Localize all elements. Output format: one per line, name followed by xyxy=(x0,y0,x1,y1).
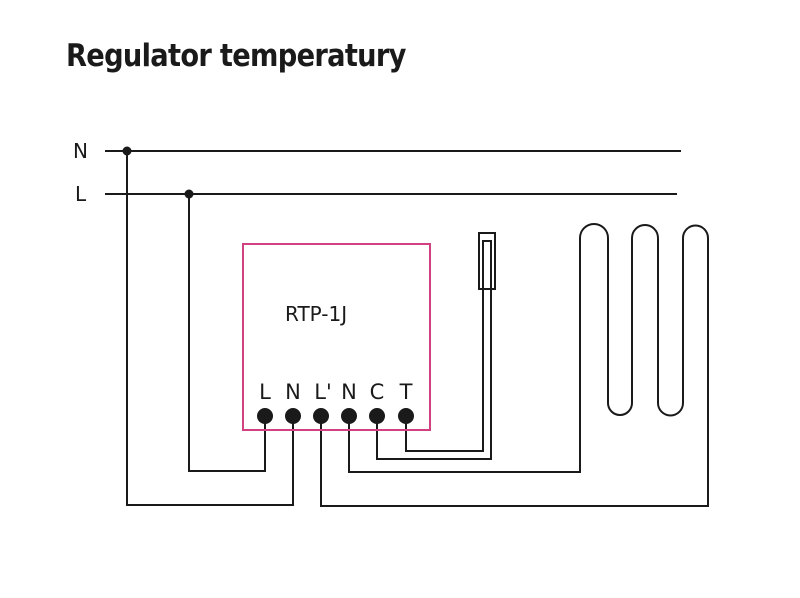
terminal-dot xyxy=(313,408,329,424)
device-box xyxy=(242,243,431,431)
temperature-sensor xyxy=(478,232,496,290)
wire-l-to-terminal-l xyxy=(188,194,266,472)
heating-cable xyxy=(579,223,709,417)
wire-c-to-sensor xyxy=(376,241,492,460)
terminal-label: N xyxy=(341,380,357,404)
terminal-label: L' xyxy=(314,380,331,404)
terminal-dot xyxy=(257,408,273,424)
wire-lprime-to-heater xyxy=(320,238,709,507)
junction-l xyxy=(184,189,194,199)
terminal-dot xyxy=(369,408,385,424)
diagram-title: Regulator temperatury xyxy=(66,38,406,74)
terminal-dot xyxy=(398,408,414,424)
bus-label-n: N xyxy=(73,139,88,163)
sensor-inner-loop xyxy=(482,240,492,289)
terminal-dot xyxy=(341,408,357,424)
terminal-label: T xyxy=(399,380,413,404)
terminal-label: L xyxy=(259,380,271,404)
wire-n-to-terminal-n xyxy=(126,151,294,506)
junction-n xyxy=(122,146,132,156)
device-name: RTP-1J xyxy=(285,302,347,326)
terminal-label: N xyxy=(285,380,301,404)
terminal-dot xyxy=(285,408,301,424)
wire-t-to-sensor xyxy=(405,241,484,452)
terminal-label: C xyxy=(370,380,385,404)
wire-n-to-heater xyxy=(348,238,581,473)
bus-label-l: L xyxy=(75,182,87,206)
